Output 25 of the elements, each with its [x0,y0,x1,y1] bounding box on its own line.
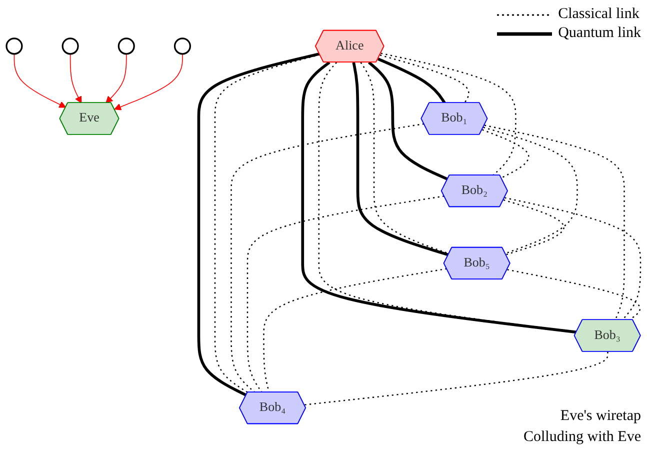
note-label: Colluding with Eve [524,428,641,447]
connector [368,61,448,181]
arrow [114,53,183,110]
connector [197,52,320,396]
connector [483,126,578,254]
connector [378,58,446,104]
connector [504,197,642,320]
connector [503,199,564,256]
connector [484,124,625,320]
legend-label: Classical link [558,6,640,23]
connector [304,352,608,406]
arrow [14,53,66,108]
node-circle [62,38,79,55]
arrow [106,53,127,104]
node-circle [6,38,23,55]
connector [482,129,530,178]
node-circle [174,38,191,55]
arrow [70,53,82,104]
legend-label: Quantum link [558,25,641,42]
connector [380,54,470,104]
connector [230,123,424,393]
connector [214,54,320,393]
note-label: Eve's wiretap [559,407,641,426]
node-circle [118,38,135,55]
connector [507,269,640,321]
